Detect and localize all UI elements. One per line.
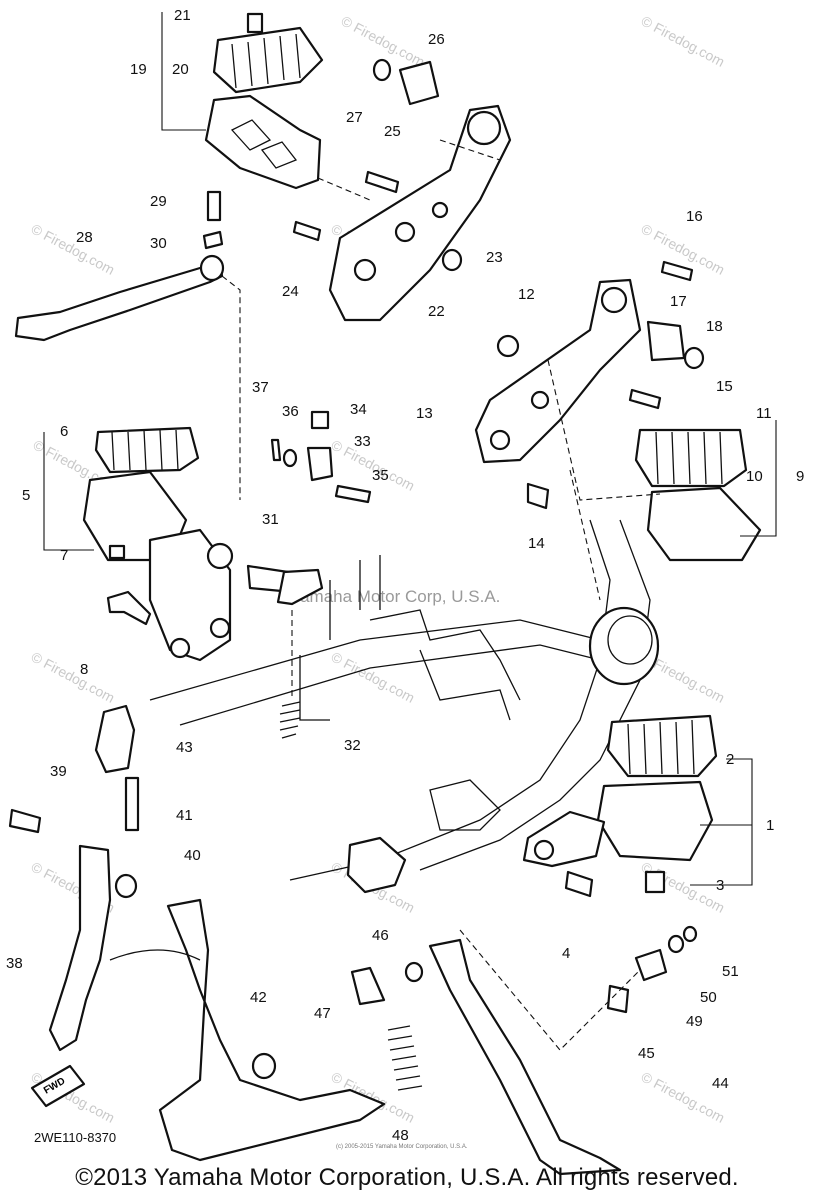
callout-48: 48 xyxy=(392,1127,409,1144)
footrest-rear-left xyxy=(82,426,234,662)
watermark-8: © Firedog.com xyxy=(29,649,118,706)
callout-33: 33 xyxy=(354,433,371,450)
callout-22: 22 xyxy=(428,303,445,320)
callout-39: 39 xyxy=(50,763,67,780)
callout-28: 28 xyxy=(76,229,93,246)
pivot-assembly xyxy=(246,410,372,739)
callout-19: 19 xyxy=(130,61,147,78)
callout-17: 17 xyxy=(670,293,687,310)
callout-27: 27 xyxy=(346,109,363,126)
footrest-bracket-upper xyxy=(292,58,512,322)
callout-36: 36 xyxy=(282,403,299,420)
callout-51: 51 xyxy=(722,963,739,980)
watermark-2: © Firedog.com xyxy=(639,13,728,70)
side-stand xyxy=(350,925,698,1176)
callout-40: 40 xyxy=(184,847,201,864)
callout-37: 37 xyxy=(252,379,269,396)
callout-6: 6 xyxy=(60,423,68,440)
callout-34: 34 xyxy=(350,401,367,418)
callout-15: 15 xyxy=(716,378,733,395)
callout-45: 45 xyxy=(638,1045,655,1062)
callout-25: 25 xyxy=(384,123,401,140)
callout-4: 4 xyxy=(562,945,570,962)
callout-8: 8 xyxy=(80,661,88,678)
callout-2: 2 xyxy=(726,751,734,768)
callout-labels: 1 2 3 4 5 6 7 8 9 10 11 12 13 14 15 16 1… xyxy=(6,7,804,1144)
footrest-rear-right xyxy=(474,260,762,562)
main-stand: FWD xyxy=(8,704,386,1162)
callout-1: 1 xyxy=(766,817,774,834)
callout-43: 43 xyxy=(176,739,193,756)
callout-31: 31 xyxy=(262,511,279,528)
callout-44: 44 xyxy=(712,1075,729,1092)
callout-42: 42 xyxy=(250,989,267,1006)
callout-24: 24 xyxy=(282,283,299,300)
callout-12: 12 xyxy=(518,286,535,303)
fine-print: (c) 2005-2015 Yamaha Motor Corporation, … xyxy=(336,1144,468,1150)
callout-21: 21 xyxy=(174,7,191,24)
callout-5: 5 xyxy=(22,487,30,504)
footrest-rider-left xyxy=(204,12,371,201)
callout-11: 11 xyxy=(756,405,772,422)
callout-50: 50 xyxy=(700,989,717,1006)
callout-9: 9 xyxy=(796,468,804,485)
callout-20: 20 xyxy=(172,61,189,78)
part-code: 2WE110-8370 xyxy=(34,1130,117,1145)
callout-38: 38 xyxy=(6,955,23,972)
callout-leaders xyxy=(43,12,777,886)
callout-30: 30 xyxy=(150,235,167,252)
callout-35: 35 xyxy=(372,467,389,484)
watermark-center: Yamaha Motor Corp, U.S.A. xyxy=(290,587,500,606)
callout-47: 47 xyxy=(314,1005,331,1022)
callout-13: 13 xyxy=(416,405,433,422)
pedal-28 xyxy=(14,190,241,500)
callout-29: 29 xyxy=(150,193,167,210)
frame-outline xyxy=(149,469,660,894)
footrest-front-right xyxy=(522,714,718,898)
callout-41: 41 xyxy=(176,807,193,824)
callout-7: 7 xyxy=(60,547,68,564)
callout-18: 18 xyxy=(706,318,723,335)
copyright-notice: ©2013 Yamaha Motor Corporation, U.S.A. A… xyxy=(75,1164,739,1191)
watermark-7: © Firedog.com xyxy=(329,437,418,494)
callout-26: 26 xyxy=(428,31,445,48)
callout-23: 23 xyxy=(486,249,503,266)
watermark-3: © Firedog.com xyxy=(29,221,118,278)
callout-3: 3 xyxy=(716,877,724,894)
callout-10: 10 xyxy=(746,468,763,485)
callout-16: 16 xyxy=(686,208,703,225)
watermark-9: © Firedog.com xyxy=(329,649,418,706)
callout-49: 49 xyxy=(686,1013,703,1030)
callout-14: 14 xyxy=(528,535,545,552)
callout-32: 32 xyxy=(344,737,361,754)
callout-46: 46 xyxy=(372,927,389,944)
